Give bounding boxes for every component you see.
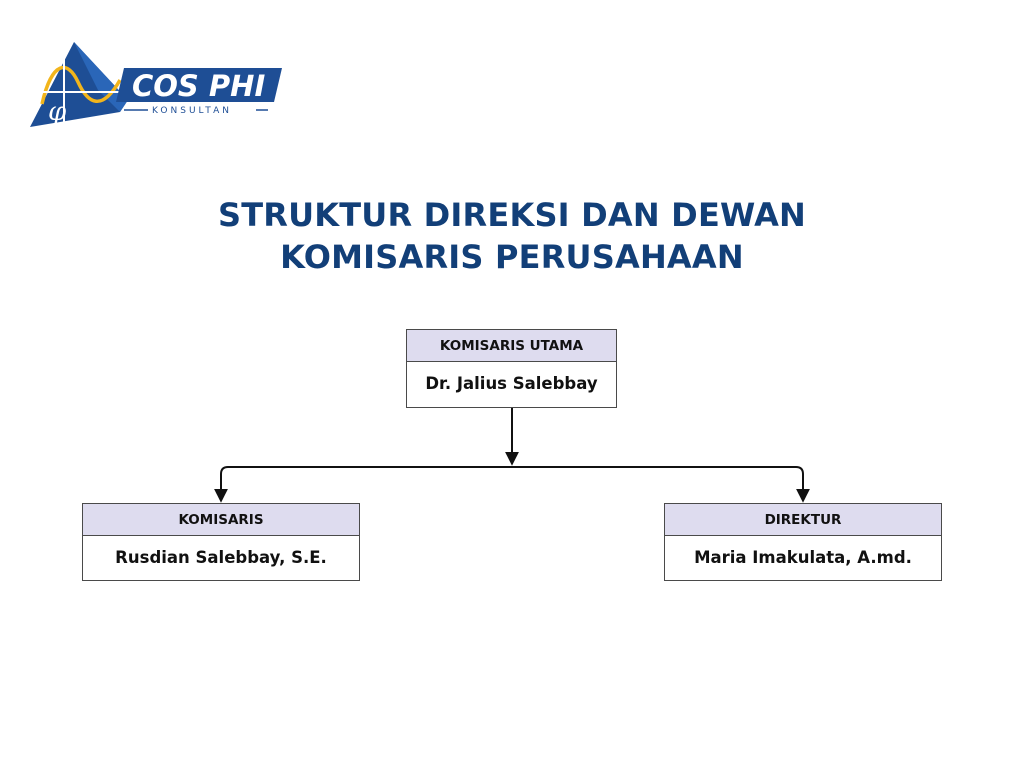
node-role: KOMISARIS: [83, 504, 359, 536]
sine-wave-icon: [40, 65, 122, 105]
title-line-2: KOMISARIS PERUSAHAAN: [280, 238, 744, 276]
node-role: KOMISARIS UTAMA: [407, 330, 616, 362]
page-title: STRUKTUR DIREKSI DAN DEWAN KOMISARIS PER…: [0, 194, 1024, 278]
org-node-komisaris: KOMISARIS Rusdian Salebbay, S.E.: [82, 503, 360, 581]
logo-brand: COS PHI: [132, 69, 265, 103]
logo-triangle-shade: [74, 42, 128, 112]
connector-horizontal: [220, 466, 804, 500]
node-name: Maria Imakulata, A.md.: [694, 548, 912, 567]
node-role: DIREKTUR: [665, 504, 941, 536]
logo-tagline: KONSULTAN: [152, 106, 232, 116]
node-name: Rusdian Salebbay, S.E.: [115, 548, 327, 567]
cos-phi-logo: φ COS PHI KONSULTAN: [30, 42, 282, 127]
org-node-komisaris-utama: KOMISARIS UTAMA Dr. Jalius Salebbay: [406, 329, 617, 408]
title-line-1: STRUKTUR DIREKSI DAN DEWAN: [217, 196, 807, 234]
org-node-direktur: DIREKTUR Maria Imakulata, A.md.: [664, 503, 942, 581]
phi-symbol: φ: [48, 97, 67, 127]
node-name: Dr. Jalius Salebbay: [425, 374, 598, 393]
